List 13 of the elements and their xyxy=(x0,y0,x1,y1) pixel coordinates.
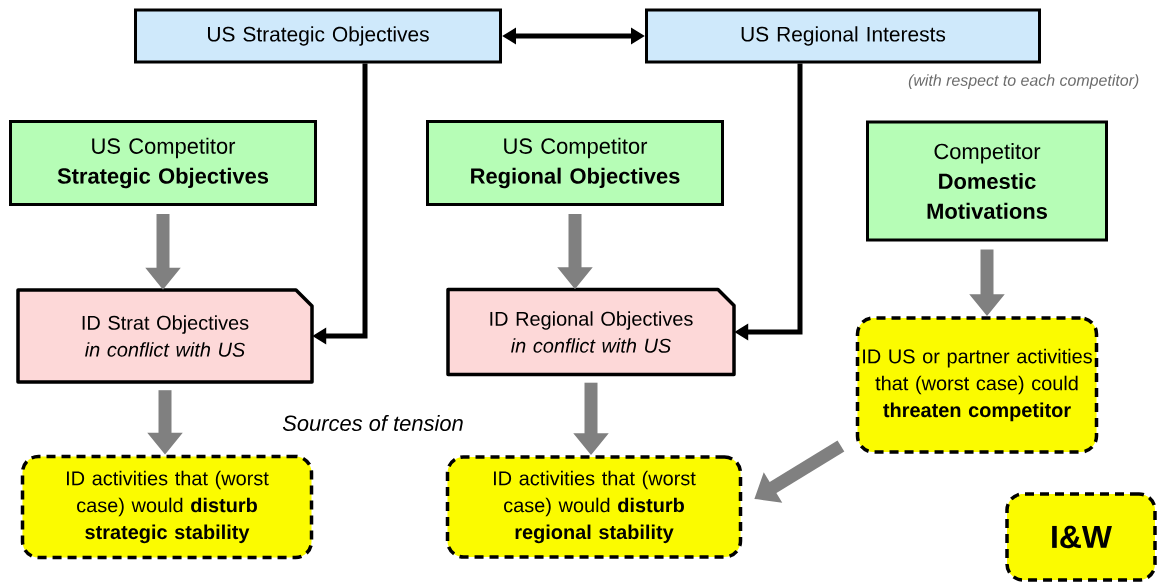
objective-box: Competitor Domestic Motivations xyxy=(866,120,1108,242)
objective-box: US Competitor Regional Objectives xyxy=(426,120,724,206)
note-box: ID Regional Objectives in conflict with US xyxy=(446,287,736,377)
note-box: ID Strat Objectives in conflict with US xyxy=(16,288,314,384)
objective-box: US Competitor Strategic Objectives xyxy=(9,120,317,206)
indicator-box: I&W xyxy=(1005,492,1157,582)
objective-box: US Regional Interests xyxy=(645,8,1041,64)
activity-box: ID activities that (worst case) would disturb strategic stability xyxy=(20,454,314,560)
annotation-text: Sources of tension xyxy=(282,414,463,432)
activity-box: ID US or partner activities that (worst case) could threaten competitor xyxy=(855,316,1099,454)
activity-box: ID activities that (worst case) would disturb regional stability xyxy=(445,455,743,559)
objective-box: US Strategic Objectives xyxy=(134,8,502,64)
caption-text: (with respect to each competitor) xyxy=(908,74,1139,90)
